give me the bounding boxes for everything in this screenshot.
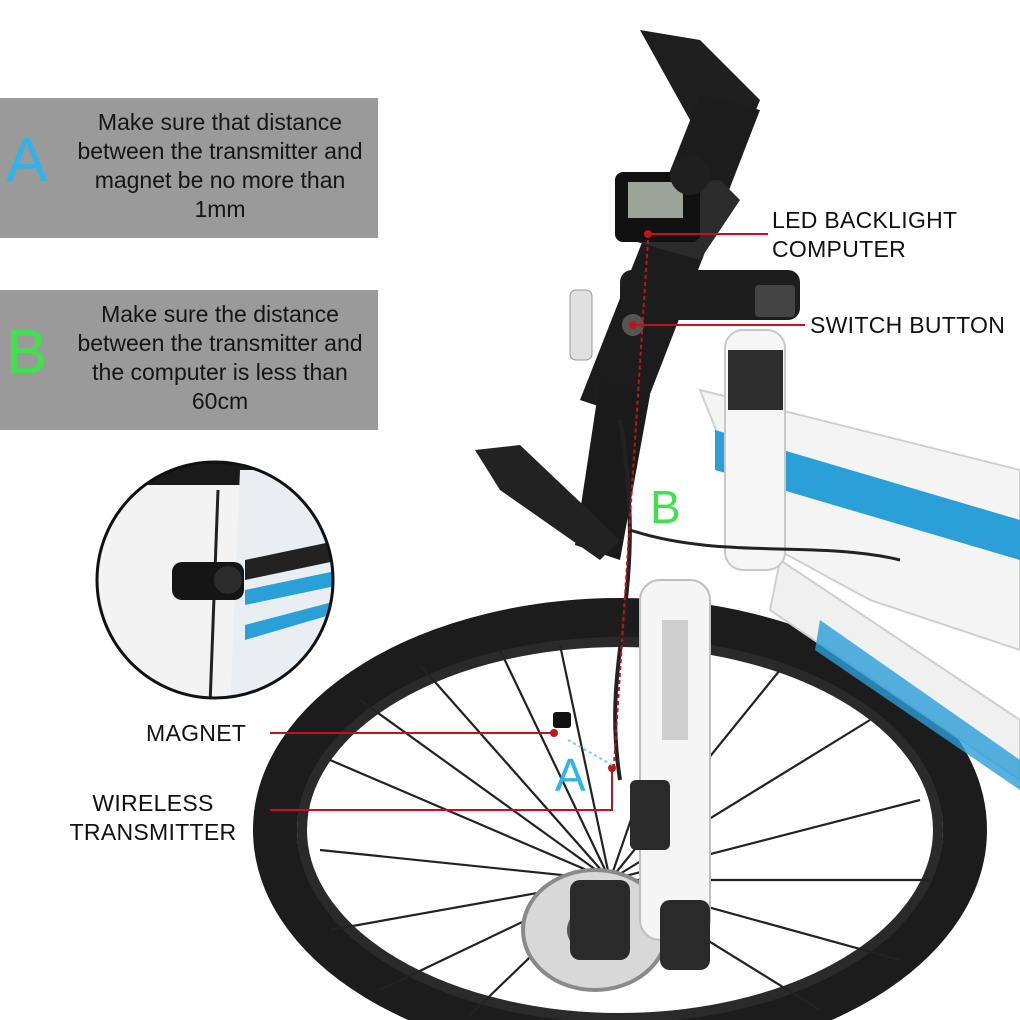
- note-a-text: Make sure that distance between the tran…: [77, 109, 363, 222]
- inset-magnified-view: [95, 460, 335, 700]
- bike-frame: [570, 329, 1020, 970]
- marker-a: A: [555, 749, 586, 801]
- marker-b: B: [650, 481, 681, 533]
- switch-button-label: SWITCH BUTTON: [810, 312, 1006, 338]
- wireless-transmitter-label: WIRELESS TRANSMITTER: [58, 789, 248, 847]
- magnet-label: MAGNET: [146, 720, 247, 746]
- wireless-label-line1: WIRELESS: [92, 790, 214, 816]
- note-b-letter: B: [6, 318, 48, 387]
- led-label-line1: LED BACKLIGHT: [772, 207, 958, 233]
- note-a-letter: A: [6, 126, 48, 195]
- note-b-text: Make sure the distance between the trans…: [77, 301, 363, 414]
- handlebar: [475, 30, 901, 781]
- note-a-panel: A Make sure that distance between the tr…: [0, 98, 378, 238]
- wireless-label-line2: TRANSMITTER: [69, 819, 237, 845]
- led-computer-label: LED BACKLIGHT COMPUTER: [772, 206, 957, 264]
- magnet-part: [553, 712, 571, 728]
- callout-lines: [270, 230, 805, 811]
- note-b-panel: B Make sure the distance between the tra…: [0, 290, 378, 430]
- led-label-line2: COMPUTER: [772, 236, 907, 262]
